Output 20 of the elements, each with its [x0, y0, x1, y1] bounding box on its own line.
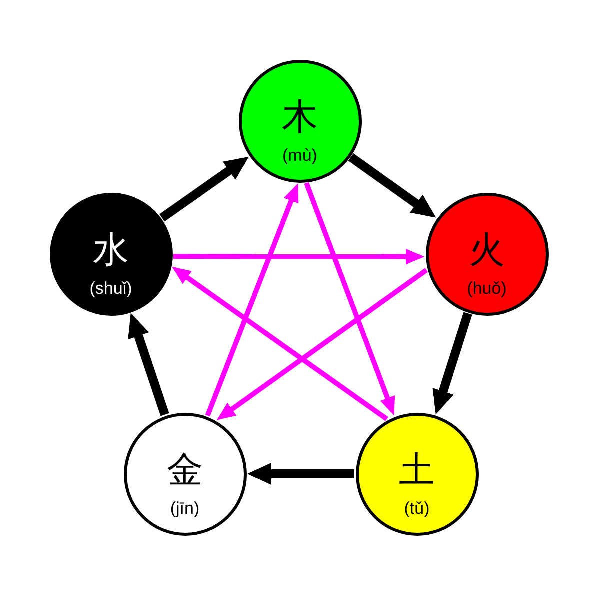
arrow: [172, 266, 388, 422]
character-label: 火: [469, 233, 505, 269]
arrow: [205, 183, 300, 417]
character-label: 水: [93, 233, 129, 269]
arrow: [216, 268, 428, 420]
character-label: 木: [282, 100, 318, 136]
pinyin-label: (tǔ): [404, 499, 430, 518]
arrow: [126, 313, 170, 416]
arrow: [173, 248, 425, 265]
arrow: [304, 182, 397, 416]
pinyin-label: (jīn): [170, 499, 200, 518]
arrow: [348, 154, 436, 218]
pinyin-label: (mù): [282, 146, 318, 165]
pinyin-label: (huǒ): [467, 279, 507, 298]
arrow: [248, 462, 354, 486]
arrow: [432, 312, 472, 414]
arrow: [160, 156, 249, 222]
pinyin-label: (shuǐ): [90, 279, 132, 298]
character-label: 金: [167, 453, 203, 489]
character-label: 土: [399, 453, 435, 489]
